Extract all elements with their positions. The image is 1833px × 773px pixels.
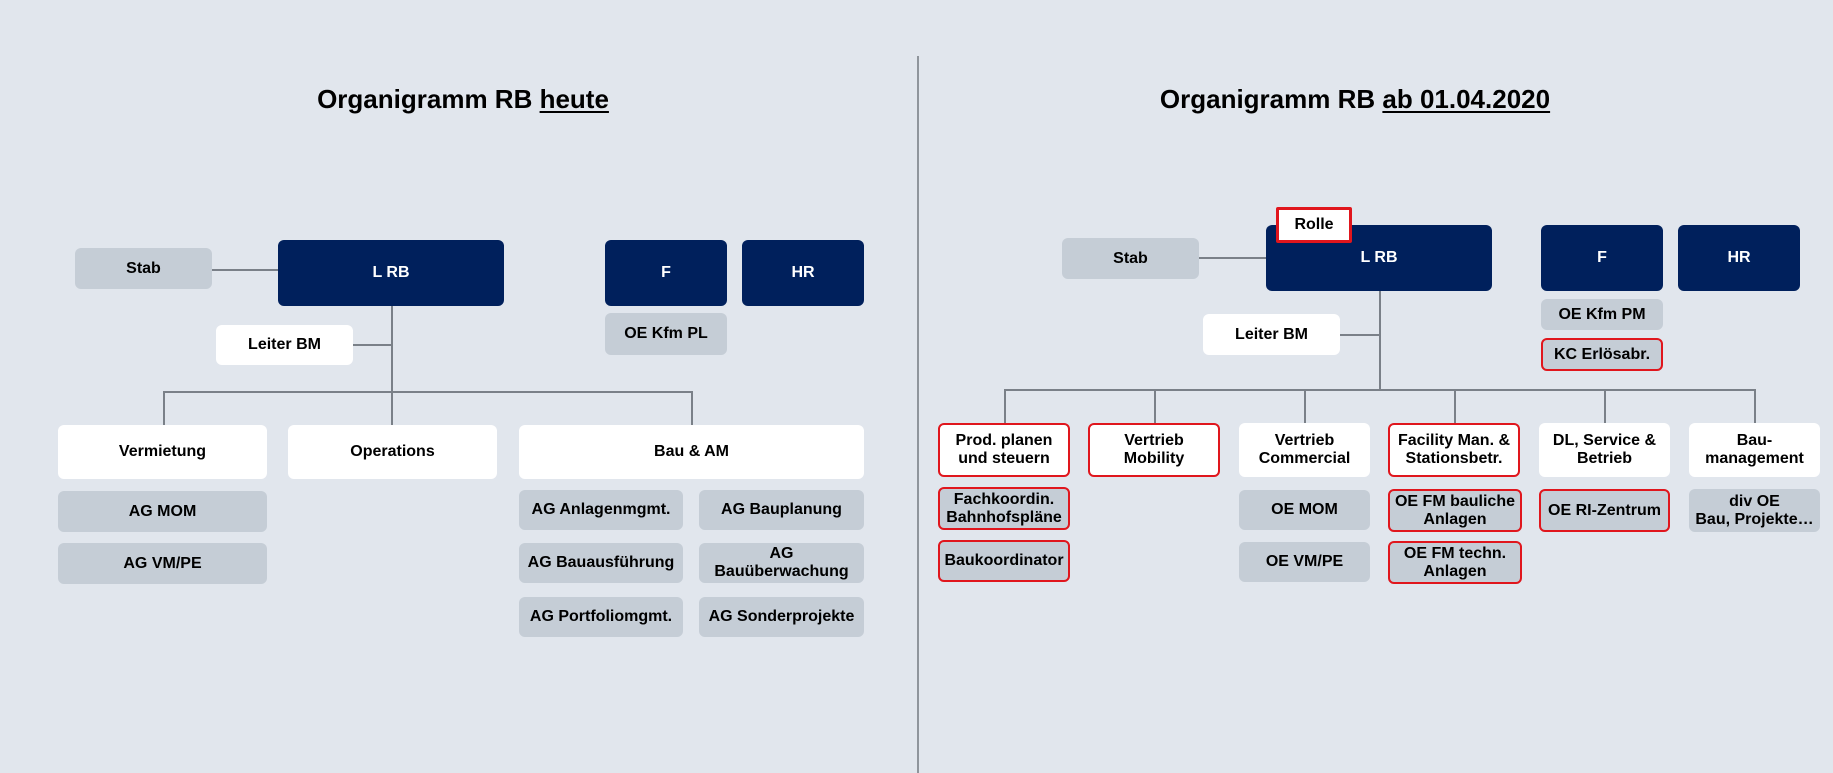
right-oe-vmpe-box: OE VM/PE: [1239, 542, 1370, 582]
left-leiter-bm-box: Leiter BM: [216, 325, 353, 365]
right-title-underlined: ab 01.04.2020: [1382, 84, 1551, 114]
right-vertrieb-mobility-box: Vertrieb Mobility: [1088, 423, 1220, 477]
left-lrb-box: L RB: [278, 240, 504, 306]
right-line-mobility: [1154, 389, 1156, 423]
right-line-trunk: [1379, 291, 1381, 391]
right-fachkoordin-box: Fachkoordin. Bahnhofspläne: [938, 487, 1070, 530]
left-line-horizontal: [163, 391, 693, 393]
left-title: Organigramm RB heute: [0, 84, 926, 115]
right-oe-fm-techn-box: OE FM techn. Anlagen: [1388, 541, 1522, 584]
left-oe-kfm-pl-box: OE Kfm PL: [605, 313, 727, 355]
right-oe-mom-box: OE MOM: [1239, 490, 1370, 530]
left-bau-am-box: Bau & AM: [519, 425, 864, 479]
left-ag-sonderprojekte-box: AG Sonderprojekte: [699, 597, 864, 637]
right-kc-erloesabr-box: KC Erlösabr.: [1541, 338, 1663, 371]
right-f-box: F: [1541, 225, 1663, 291]
right-baukoordinator-box: Baukoordinator: [938, 540, 1070, 582]
left-line-bau: [691, 391, 693, 425]
right-oe-ri-zentrum-box: OE RI-Zentrum: [1539, 489, 1670, 532]
right-hr-box: HR: [1678, 225, 1800, 291]
left-operations-box: Operations: [288, 425, 497, 479]
left-title-underlined: heute: [539, 84, 609, 114]
right-line-facility: [1454, 389, 1456, 423]
left-line-vermietung: [163, 391, 165, 425]
center-divider: [917, 56, 919, 773]
left-vermietung-box: Vermietung: [58, 425, 267, 479]
right-title: Organigramm RB ab 01.04.2020: [920, 84, 1790, 115]
right-stab-box: Stab: [1062, 238, 1199, 279]
right-rolle-box: Rolle: [1276, 207, 1352, 243]
right-vertrieb-commercial-box: Vertrieb Commercial: [1239, 423, 1370, 477]
left-line-trunk: [391, 306, 393, 392]
right-oe-kfm-pm-box: OE Kfm PM: [1541, 299, 1663, 330]
left-ag-portfoliomgmt-box: AG Portfoliomgmt.: [519, 597, 683, 637]
left-ag-vmpe-box: AG VM/PE: [58, 543, 267, 584]
right-oe-fm-bauliche-box: OE FM bauliche Anlagen: [1388, 489, 1522, 532]
left-hr-box: HR: [742, 240, 864, 306]
right-line-horizontal: [1004, 389, 1756, 391]
left-ag-anlagenmgmt-box: AG Anlagenmgmt.: [519, 490, 683, 530]
left-ag-mom-box: AG MOM: [58, 491, 267, 532]
right-prod-planen-box: Prod. planen und steuern: [938, 423, 1070, 477]
left-stab-box: Stab: [75, 248, 212, 289]
right-line-bau: [1754, 389, 1756, 423]
left-ag-bauueberwachung-box: AG Bauüberwachung: [699, 543, 864, 583]
right-line-leiterbm: [1340, 334, 1380, 336]
right-bau-management-box: Bau- management: [1689, 423, 1820, 477]
right-title-prefix: Organigramm RB: [1159, 84, 1383, 114]
left-f-box: F: [605, 240, 727, 306]
right-line-stab-lrb: [1199, 257, 1267, 259]
right-leiter-bm-box: Leiter BM: [1203, 314, 1340, 355]
right-line-prod: [1004, 389, 1006, 423]
right-line-commercial: [1304, 389, 1306, 423]
right-dl-service-box: DL, Service & Betrieb: [1539, 423, 1670, 477]
left-title-prefix: Organigramm RB: [317, 84, 540, 114]
right-div-oe-box: div OE Bau, Projekte…: [1689, 489, 1820, 532]
left-ag-bauausfuehrung-box: AG Bauausführung: [519, 543, 683, 583]
left-line-operations: [391, 391, 393, 425]
left-line-stab-lrb: [212, 269, 278, 271]
left-ag-bauplanung-box: AG Bauplanung: [699, 490, 864, 530]
right-line-dl: [1604, 389, 1606, 423]
right-facility-man-box: Facility Man. & Stationsbetr.: [1388, 423, 1520, 477]
left-line-leiterbm: [353, 344, 392, 346]
